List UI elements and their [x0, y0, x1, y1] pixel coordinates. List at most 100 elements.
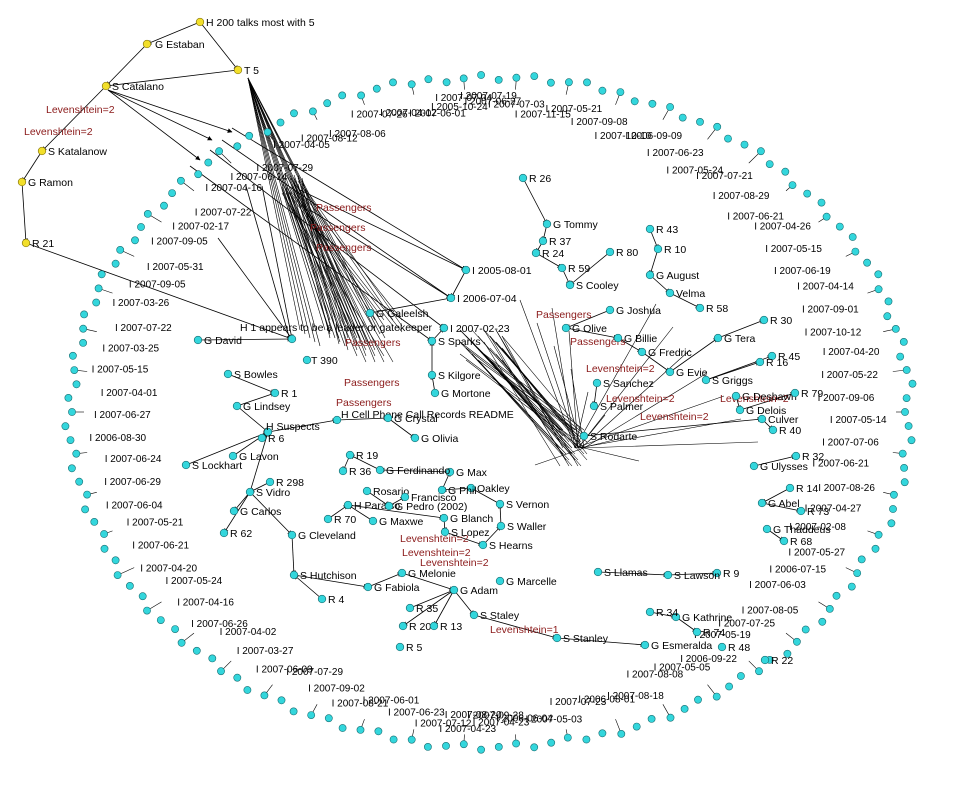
ring-node[interactable]	[908, 379, 917, 388]
node-r26[interactable]	[518, 173, 528, 183]
ring-node[interactable]	[835, 222, 844, 231]
ring-node[interactable]	[168, 189, 176, 197]
ring-node[interactable]	[75, 477, 84, 486]
node-paraiso[interactable]	[343, 500, 353, 510]
ring-node[interactable]	[66, 436, 75, 444]
node-melonie[interactable]	[397, 568, 407, 578]
ring-node[interactable]	[323, 99, 332, 108]
ring-node[interactable]	[116, 245, 125, 254]
node-r58[interactable]	[695, 303, 705, 313]
ring-node[interactable]	[80, 310, 88, 319]
ring-node[interactable]	[423, 743, 432, 751]
ring-node[interactable]	[530, 72, 539, 80]
ring-node[interactable]	[192, 646, 201, 655]
node-i200702[interactable]	[439, 323, 449, 333]
ring-node[interactable]	[90, 518, 99, 526]
node-r34[interactable]	[645, 607, 655, 617]
ring-node[interactable]	[97, 270, 106, 279]
node-david[interactable]	[193, 335, 203, 345]
node-r40[interactable]	[768, 425, 778, 435]
ring-node[interactable]	[389, 78, 397, 87]
node-tommy[interactable]	[542, 219, 552, 229]
node-suspects[interactable]	[263, 427, 273, 437]
node-sanchez[interactable]	[592, 378, 602, 388]
ring-node[interactable]	[547, 738, 556, 747]
ring-node[interactable]	[512, 739, 520, 748]
ring-node[interactable]	[459, 740, 468, 749]
ring-node[interactable]	[276, 118, 285, 127]
node-fabiola[interactable]	[363, 582, 373, 592]
node-olive[interactable]	[561, 323, 571, 333]
node-r4[interactable]	[317, 594, 327, 604]
ring-node[interactable]	[61, 422, 70, 431]
ring-node[interactable]	[72, 449, 81, 458]
node-oakley[interactable]	[466, 483, 476, 493]
node-r10[interactable]	[653, 244, 663, 254]
ring-node[interactable]	[694, 695, 702, 704]
ring-node[interactable]	[389, 735, 398, 744]
node-max[interactable]	[445, 467, 455, 477]
node-sparks[interactable]	[427, 336, 437, 346]
ring-node[interactable]	[582, 735, 591, 744]
node-rodarte[interactable]	[579, 431, 589, 441]
node-r37[interactable]	[538, 236, 548, 246]
ring-node[interactable]	[755, 667, 763, 676]
ring-node[interactable]	[757, 147, 765, 156]
ring-node[interactable]	[69, 351, 77, 360]
ring-node[interactable]	[111, 556, 120, 565]
node-r74[interactable]	[692, 627, 702, 637]
node-ferdinando[interactable]	[375, 465, 385, 475]
node-lavon[interactable]	[228, 451, 238, 461]
ring-node[interactable]	[598, 86, 607, 95]
node-maxwe[interactable]	[368, 516, 378, 526]
ring-node[interactable]	[632, 722, 641, 731]
ring-node[interactable]	[900, 463, 908, 472]
ring-node[interactable]	[530, 743, 539, 752]
ring-node[interactable]	[308, 107, 317, 116]
ring-node[interactable]	[72, 380, 81, 389]
ring-node[interactable]	[424, 75, 433, 84]
ring-node[interactable]	[260, 691, 269, 700]
ring-node[interactable]	[94, 284, 103, 293]
ring-node[interactable]	[357, 91, 365, 100]
node-esmeralda[interactable]	[640, 640, 650, 650]
node-lopez[interactable]	[440, 527, 450, 537]
node-ulysses[interactable]	[749, 461, 759, 471]
ring-node[interactable]	[724, 134, 732, 143]
node-r70[interactable]	[323, 514, 333, 524]
ring-node[interactable]	[666, 103, 674, 111]
node-deshawn[interactable]	[731, 391, 741, 401]
node-thaddeus[interactable]	[762, 524, 772, 534]
ring-node[interactable]	[884, 297, 893, 306]
node-r13[interactable]	[429, 621, 439, 631]
ring-node[interactable]	[442, 742, 450, 750]
ring-node[interactable]	[737, 672, 745, 680]
ring-node[interactable]	[818, 617, 827, 626]
node-r22[interactable]	[760, 655, 770, 665]
node-rosario[interactable]	[362, 486, 372, 496]
node-staley[interactable]	[469, 610, 479, 620]
node-r48[interactable]	[717, 642, 727, 652]
ring-node[interactable]	[79, 338, 87, 347]
node-abel[interactable]	[757, 498, 767, 508]
ring-node[interactable]	[902, 366, 911, 374]
ring-node[interactable]	[92, 298, 101, 307]
node-r20[interactable]	[398, 621, 408, 631]
ring-node[interactable]	[81, 505, 89, 514]
node-i200607[interactable]	[446, 293, 456, 303]
ring-node[interactable]	[64, 393, 73, 402]
ring-node[interactable]	[565, 78, 573, 87]
ring-node[interactable]	[245, 131, 254, 140]
ring-node[interactable]	[372, 84, 381, 93]
ring-node[interactable]	[407, 735, 416, 744]
ring-node[interactable]	[547, 78, 555, 87]
node-r5[interactable]	[395, 642, 405, 652]
ring-node[interactable]	[696, 118, 704, 126]
node-r19[interactable]	[345, 450, 355, 460]
ring-node[interactable]	[176, 176, 185, 185]
ring-node[interactable]	[616, 88, 625, 96]
ring-node[interactable]	[289, 707, 298, 716]
node-r6[interactable]	[257, 433, 267, 443]
node-palmer[interactable]	[589, 401, 599, 411]
node-francisco[interactable]	[400, 492, 410, 502]
